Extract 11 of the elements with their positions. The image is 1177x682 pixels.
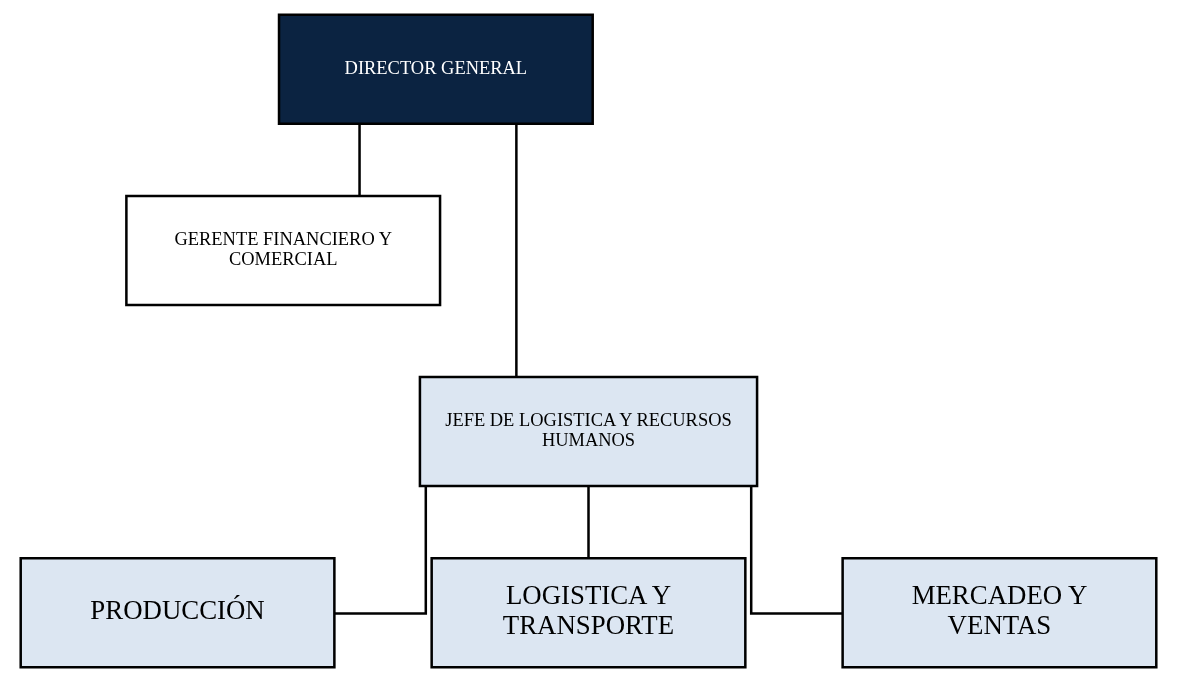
node-box: JEFE DE LOGISTICA Y RECURSOS HUMANOS [418,375,759,488]
node-box: LOGISTICA Y TRANSPORTE [430,556,747,669]
node-box: GERENTE FINANCIERO Y COMERCIAL [125,194,442,307]
connector [334,486,428,615]
connector [358,124,361,196]
node-box: MERCADEO Y VENTAS [841,556,1158,669]
connector [587,486,590,559]
connector [749,486,843,615]
node-box: DIRECTOR GENERAL [277,13,594,126]
connector [515,124,518,377]
node-box: PRODUCCIÓN [19,556,336,669]
